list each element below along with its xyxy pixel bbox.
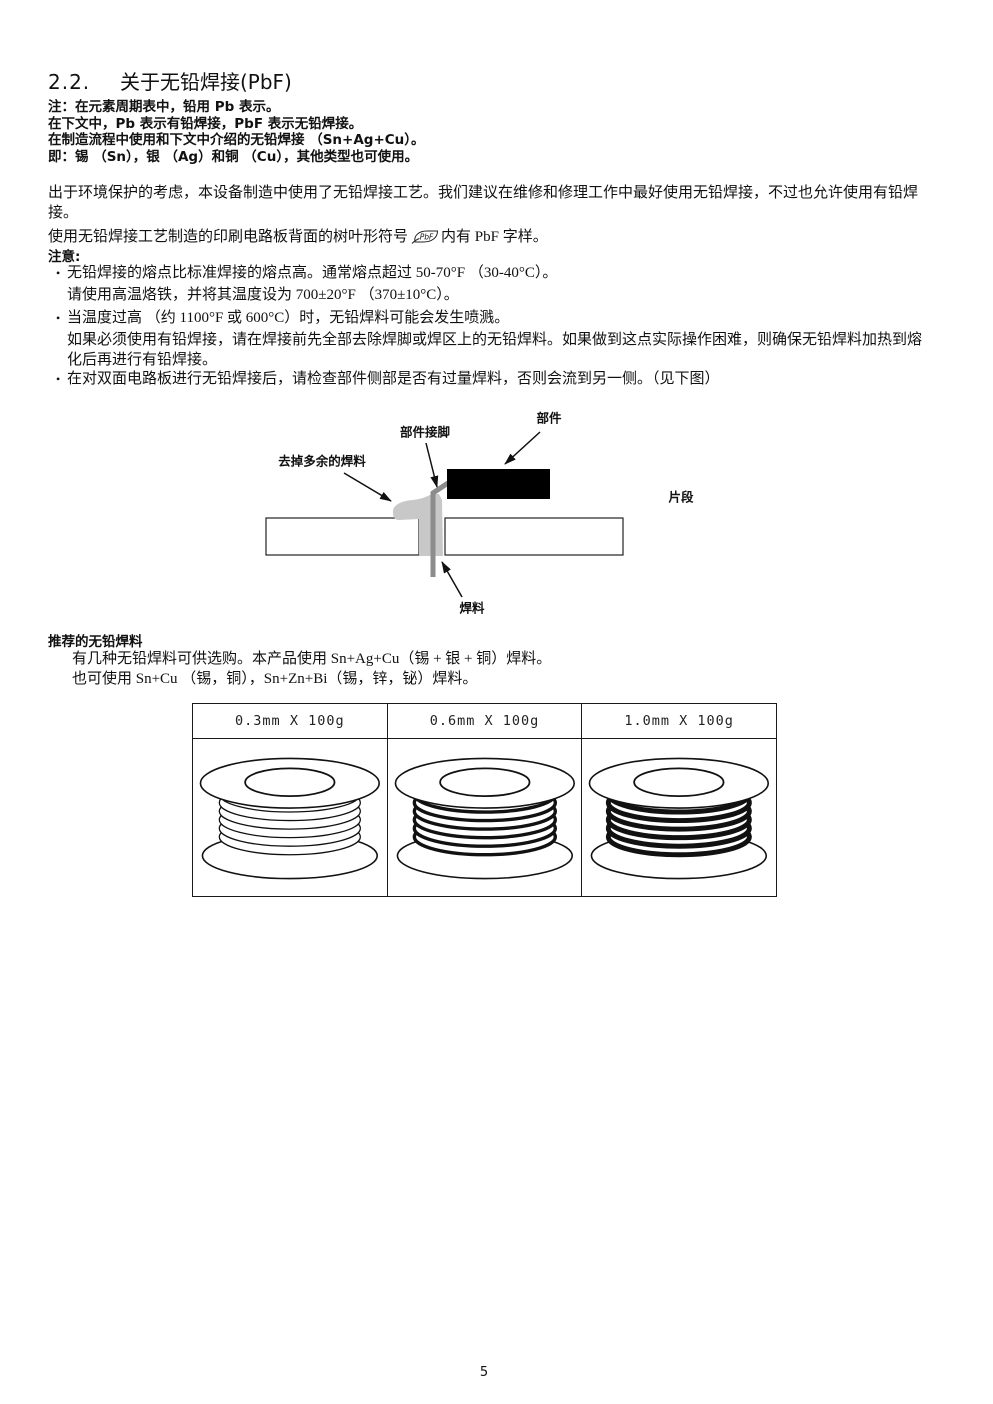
note-line: 即：锡 （Sn），银 （Ag）和铜 （Cu），其他类型也可使用。 bbox=[48, 149, 419, 166]
component-arrow bbox=[504, 431, 541, 465]
caution-item-detail: 请使用高温烙铁，并将其温度设为 700±20°F （370±10°C）。 bbox=[67, 287, 459, 303]
solder-diagram: 部件 部件接脚 去掉多余的焊料 片段 焊料 bbox=[265, 411, 694, 616]
solder-fillet bbox=[392, 494, 443, 556]
table-header-cell: 0.3mm X 100g bbox=[192, 703, 388, 739]
lead-label: 部件接脚 bbox=[400, 425, 450, 440]
caution-item: 当温度过高 （约 1100°F 或 600°C）时，无铅焊料可能会发生喷溅。 bbox=[56, 308, 925, 328]
pbf-leaf-icon: PbF bbox=[411, 229, 439, 250]
reel-hub-hole bbox=[438, 767, 531, 798]
note-line: 在制造流程中使用和下文中介绍的无铅焊接 （Sn+Ag+Cu）。 bbox=[48, 132, 425, 149]
solder-reel bbox=[199, 757, 381, 880]
section-title: 关于无铅焊接(PbF) bbox=[120, 70, 292, 94]
pcb-left-section bbox=[265, 517, 420, 556]
caution-item: 在对双面电路板进行无铅焊接后，请检查部件侧部是否有过量焊料，否则会流到另一侧。（… bbox=[56, 369, 925, 389]
section-number: 2.2. bbox=[48, 70, 91, 94]
table-row bbox=[192, 738, 777, 897]
remove-excess-label: 去掉多余的焊料 bbox=[278, 454, 366, 469]
solder-arrow bbox=[441, 561, 463, 598]
side-label: 片段 bbox=[668, 490, 694, 505]
pbf-icon-text: PbF bbox=[420, 233, 434, 242]
intro-paragraph: 出于环境保护的考虑，本设备制造中使用了无铅焊接工艺。我们建议在维修和修理工作中最… bbox=[48, 185, 919, 221]
caution-item-detail: 如果必须使用有铅焊接，请在焊接前先全部去除焊脚或焊区上的无铅焊料。如果做到这点实… bbox=[67, 332, 923, 368]
excess-solder-arrow bbox=[343, 472, 392, 502]
symbol-line-after: 内有 PbF 字样。 bbox=[441, 229, 548, 245]
recommended-line: 有几种无铅焊料可供选购。本产品使用 Sn+Ag+Cu（锡 + 银 + 铜）焊料。 bbox=[72, 651, 552, 667]
note-line: 注：在元素周期表中，铅用 Pb 表示。 bbox=[48, 99, 280, 115]
solder-size-table: 0.3mm X 100g 0.6mm X 100g 1.0mm X 100g bbox=[192, 703, 777, 897]
table-header-row: 0.3mm X 100g 0.6mm X 100g 1.0mm X 100g bbox=[192, 703, 777, 739]
caution-heading: 注意: bbox=[48, 249, 81, 265]
table-cell bbox=[581, 738, 777, 897]
symbol-line: 使用无铅焊接工艺制造的印刷电路板背面的树叶形符号 PbF 内有 PbF 字样。 bbox=[48, 227, 928, 250]
table-header-cell: 0.6mm X 100g bbox=[386, 703, 583, 739]
note-line: 在下文中，Pb 表示有铅焊接，PbF 表示无铅焊接。 bbox=[48, 115, 363, 132]
table-header-cell: 1.0mm X 100g bbox=[581, 703, 777, 739]
recommended-line: 也可使用 Sn+Cu （锡，铜），Sn+Zn+Bi（锡，锌，铋）焊料。 bbox=[72, 671, 478, 687]
reel-hub-hole bbox=[633, 767, 725, 798]
solder-label: 焊料 bbox=[459, 601, 485, 616]
lead-arrow bbox=[425, 442, 439, 488]
caution-item: 无铅焊接的熔点比标准焊接的熔点高。通常熔点超过 50-70°F （30-40°C… bbox=[56, 263, 925, 283]
component-body bbox=[447, 469, 550, 499]
page-number: 5 bbox=[479, 1365, 489, 1380]
table-cell bbox=[192, 738, 388, 897]
component-label: 部件 bbox=[536, 411, 562, 426]
table-cell bbox=[386, 738, 583, 897]
recommended-heading: 推荐的无铅焊料 bbox=[48, 634, 143, 650]
component-lead bbox=[430, 480, 450, 577]
notes-block: 注：在元素周期表中，铅用 Pb 表示。 在下文中，Pb 表示有铅焊接，PbF 表… bbox=[48, 99, 928, 166]
solder-reel bbox=[588, 757, 770, 880]
pcb-right-section bbox=[444, 517, 624, 556]
reel-hub-hole bbox=[244, 767, 336, 798]
symbol-line-before: 使用无铅焊接工艺制造的印刷电路板背面的树叶形符号 bbox=[48, 229, 409, 245]
solder-reel bbox=[394, 757, 575, 880]
